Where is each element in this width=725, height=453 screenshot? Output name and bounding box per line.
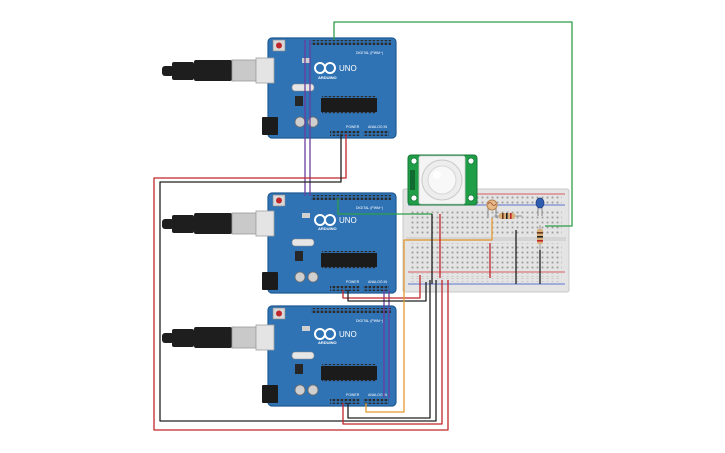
usb-plug-icon [194, 60, 232, 81]
pir-sensor [407, 154, 478, 206]
wire-red-left [153, 134, 449, 431]
analog-header-label: ANALOG IN [368, 280, 388, 284]
analog-header-label: ANALOG IN [368, 393, 388, 397]
wire-orange [365, 218, 493, 413]
digital-header-label: DIGITAL (PWM~) [356, 206, 383, 210]
wire-black-bottom [347, 280, 431, 419]
infinity-logo-icon [314, 62, 336, 74]
power-header-label: POWER [346, 393, 360, 397]
arduino-uno-top: DIGITAL (PWM~) UNO ARDUINO POWER ANALOG … [262, 37, 397, 139]
wire-green-top [333, 21, 573, 227]
usb-cable-bottom [162, 324, 275, 351]
board-logo: UNO [339, 64, 357, 73]
board-brand: ARDUINO [318, 340, 337, 345]
infinity-logo-icon [314, 214, 336, 226]
led [535, 197, 545, 216]
wire-green-middle [337, 198, 432, 215]
infinity-logo-icon [314, 328, 336, 340]
wire-black-middle [347, 282, 427, 302]
usb-plug-icon [194, 213, 232, 234]
wire-black-left [159, 134, 437, 422]
wire-red-middle [342, 275, 421, 299]
arduino-uno-bottom: DIGITAL (PWM~) UNO ARDUINO POWER ANALOG … [262, 305, 397, 407]
power-header-label: POWER [346, 125, 360, 129]
board-brand: ARDUINO [318, 226, 337, 231]
power-header-label: POWER [346, 280, 360, 284]
pir-sensor-icon [421, 159, 463, 201]
photoresistor [486, 199, 498, 218]
resistor-vertical [537, 225, 543, 250]
arduino-uno-middle: DIGITAL (PWM~) UNO ARDUINO POWER ANALOG … [262, 192, 397, 294]
board-logo: UNO [339, 330, 357, 339]
resistor-horizontal [494, 213, 522, 219]
board-brand: ARDUINO [318, 75, 337, 80]
usb-plug-icon [194, 327, 232, 348]
wires [153, 21, 573, 431]
analog-header-label: ANALOG IN [368, 125, 388, 129]
digital-header-label: DIGITAL (PWM~) [356, 51, 383, 55]
led-icon [535, 197, 545, 209]
wire-red-bottom [342, 280, 443, 425]
digital-header-label: DIGITAL (PWM~) [356, 319, 383, 323]
usb-cable-top [162, 57, 275, 84]
board-logo: UNO [339, 216, 357, 225]
usb-cable-middle [162, 210, 275, 237]
